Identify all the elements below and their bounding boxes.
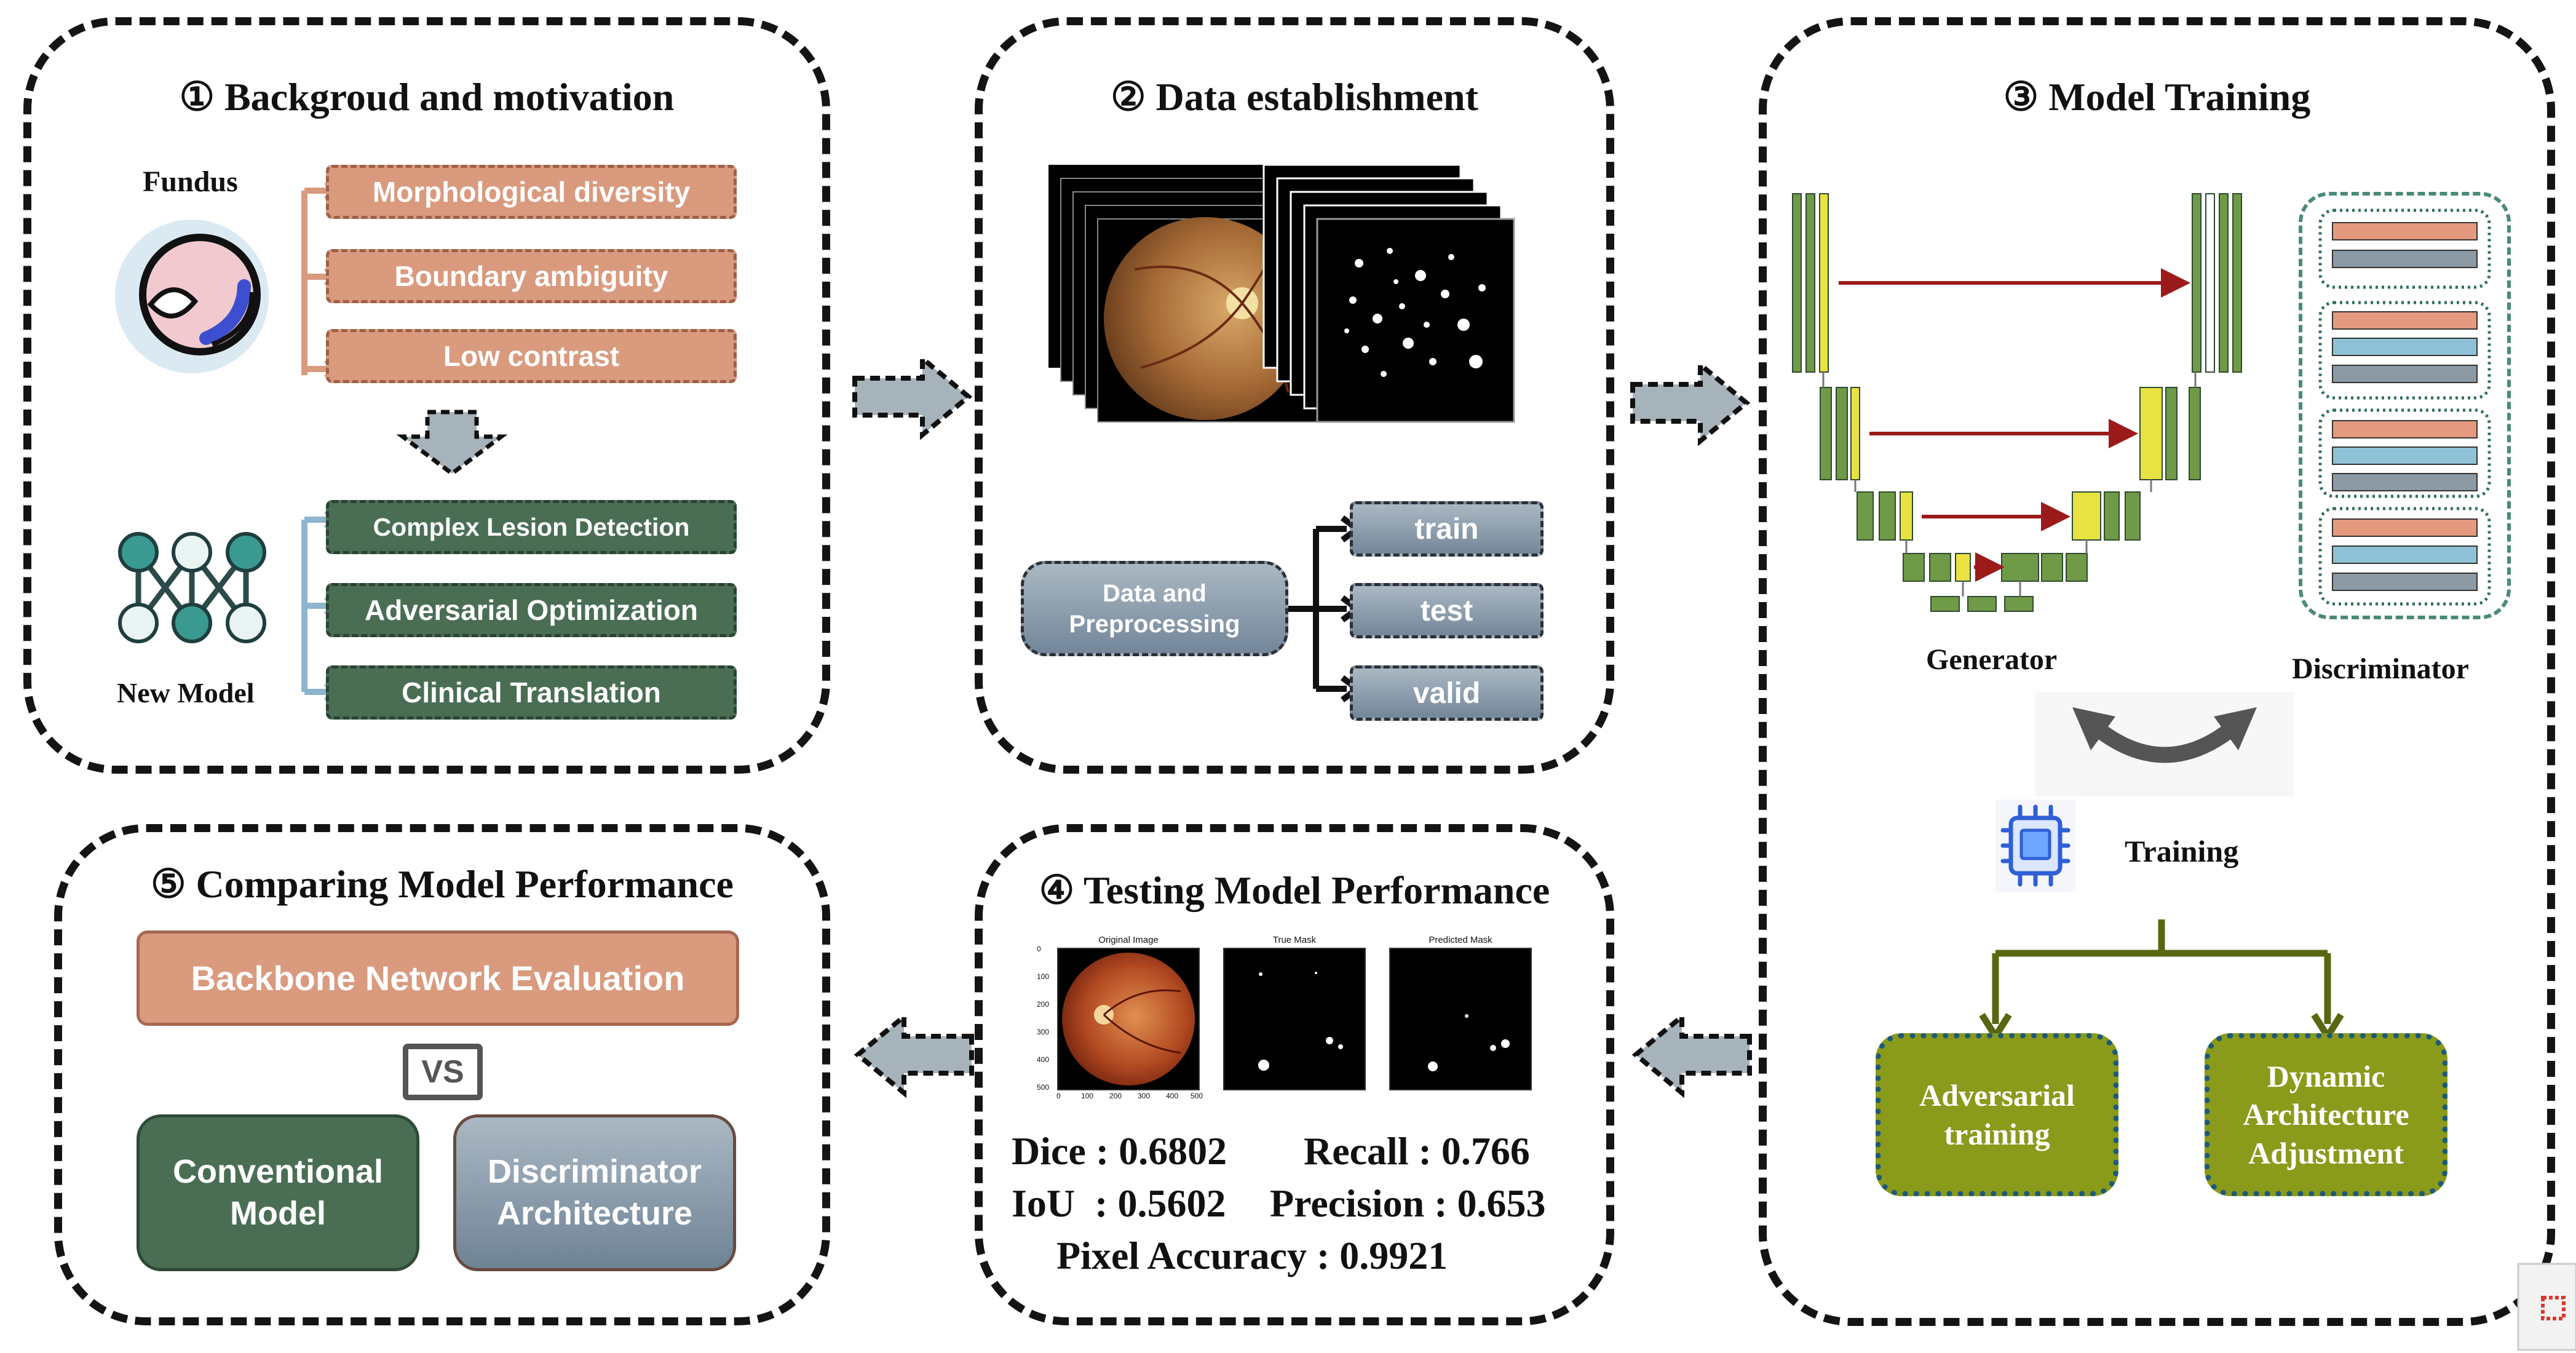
swap-cycle-icon [2035,692,2294,796]
generator-label: Generator [1926,643,2058,676]
challenge-low-contrast: Low contrast [326,329,737,383]
panel-title: ⑤ Comparing Model Performance [151,862,734,906]
conventional-model-box: Conventional Model [137,1114,419,1271]
metric-recall: Recall : 0.766 [1304,1129,1530,1173]
y-tick: 100 [1037,972,1050,981]
discriminator-architecture-box: Discriminator Architecture [453,1114,736,1271]
branch-dynamic-architecture-label: Dynamic Architecture Adjustment [2243,1058,2409,1170]
solution-clinical-translation: Clinical Translation [326,665,737,720]
split-arrows [1288,515,1363,702]
panel-title: ④ Testing Model Performance [1039,868,1550,912]
fundus-label: Fundus [143,165,238,198]
x-tick: 300 [1138,1092,1151,1100]
panel-background-motivation: ① Backgroud and motivation [23,17,830,774]
mask-image-stack [1262,164,1515,423]
branch-adversarial-training: Adversarial training [1876,1033,2118,1196]
split-train: train [1350,501,1544,557]
y-tick: 200 [1037,1000,1050,1009]
conventional-model-label: Conventional Model [172,1153,383,1232]
panel-title: ① Backgroud and motivation [179,75,675,119]
flow-arrow-3-to-4 [1631,1011,1752,1098]
split-valid: valid [1350,665,1544,721]
down-flow-arrow [396,410,508,477]
vs-badge: VS [403,1044,483,1100]
flow-arrow-4-to-5 [854,1011,974,1098]
backbone-evaluation-box: Backbone Network Evaluation [137,930,739,1026]
true-mask-title: True Mask [1272,935,1317,945]
x-tick: 0 [1056,1092,1061,1100]
branch-dynamic-architecture-adjustment: Dynamic Architecture Adjustment [2205,1033,2447,1196]
solution-complex-lesion-detection: Complex Lesion Detection [326,500,737,554]
neural-network-icon [118,532,266,643]
discriminator-architecture-label: Discriminator Architecture [487,1153,702,1232]
metric-precision: Precision : 0.653 [1270,1181,1546,1225]
y-tick: 400 [1037,1055,1050,1064]
gpu-chip-icon [1995,800,2075,892]
data-preprocessing-label: Data and Preprocessing [1069,579,1240,638]
predicted-mask-plot [1389,948,1532,1090]
predicted-mask-title: Predicted Mask [1429,935,1492,945]
original-image-title: Original Image [1098,935,1159,945]
metric-dice: Dice : 0.6802 [1012,1129,1227,1173]
training-label: Training [2125,834,2239,868]
original-image-plot [1057,948,1200,1090]
challenge-boundary-ambiguity: Boundary ambiguity [326,249,737,303]
eye-icon [115,220,269,373]
vs-label: VS [421,1054,464,1090]
x-tick: 400 [1166,1092,1179,1100]
solution-adversarial-optimization: Adversarial Optimization [326,583,737,637]
result-images: Original Image True Mask Predicted Mask [1033,935,1544,1101]
new-model-label: New Model [117,677,255,708]
flow-arrow-1-to-2 [852,353,973,440]
x-tick: 100 [1081,1092,1094,1100]
panel-title: ② Data establishment [1111,75,1478,119]
branch-adversarial-training-label: Adversarial training [1919,1078,2075,1151]
challenge-morphological-diversity: Morphological diversity [326,165,737,219]
panel-title: ③ Model Training [2003,75,2311,119]
flow-arrow-2-to-3 [1630,359,1751,446]
y-tick: 0 [1037,945,1041,953]
discriminator-diagram [2299,192,2511,619]
metric-pixel-accuracy: Pixel Accuracy : 0.9921 [1056,1234,1448,1277]
data-preprocessing-box: Data and Preprocessing [1021,561,1288,656]
discriminator-layers [2318,208,2491,606]
x-tick: 200 [1109,1092,1122,1100]
split-test: test [1350,583,1544,638]
metric-iou: IoU : 0.5602 [1012,1181,1226,1225]
corner-widget-icon [2517,1263,2576,1351]
y-tick: 500 [1037,1083,1050,1092]
x-tick: 500 [1191,1092,1203,1100]
y-tick: 300 [1037,1028,1050,1036]
discriminator-label: Discriminator [2292,653,2469,685]
training-branch-arrows [1979,919,2344,1043]
true-mask-plot [1223,948,1366,1090]
generator-unet-diagram [1792,193,2242,612]
